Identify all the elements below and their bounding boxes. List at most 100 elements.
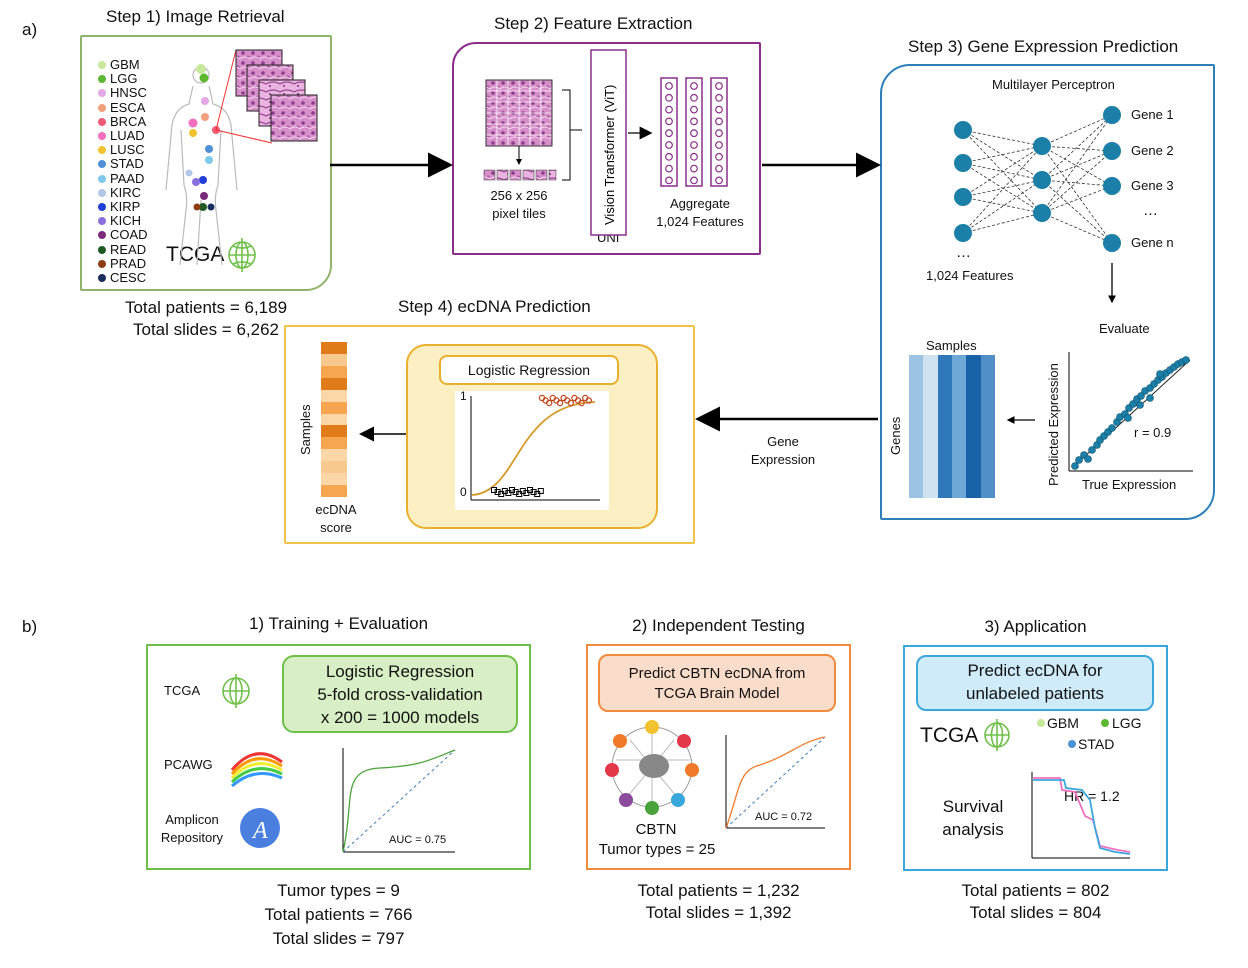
step4-title: Step 4) ecDNA Prediction (398, 297, 591, 316)
mlp-edge (1041, 150, 1113, 181)
b1-box (146, 644, 531, 870)
heatmap-cell (951, 483, 967, 498)
heatmap-cell (966, 455, 981, 470)
heatmap-cell (966, 369, 981, 384)
step1-box (80, 35, 332, 291)
cbtn-logo-icon (605, 720, 699, 815)
cancer-type-label: READ (110, 241, 147, 257)
b1-lr-label-1: Logistic Regression (325, 662, 475, 681)
legend-dot (98, 117, 106, 126)
input-ellipsis: … (956, 244, 971, 261)
tiles-label-1: 256 x 256 (490, 188, 548, 203)
mlp-edge (1041, 145, 1113, 244)
amplicon-repository-icon: A (240, 808, 280, 848)
step2-title: Step 2) Feature Extraction (494, 14, 693, 33)
feature-vectors (660, 77, 728, 187)
ecdna-score-bar (321, 342, 347, 497)
feature-node (665, 105, 673, 114)
score-bar-segment (321, 342, 347, 354)
legend-dot (98, 160, 106, 169)
evaluate-label: Evaluate (1099, 321, 1150, 336)
scatter-point (1088, 446, 1096, 454)
heatmap-cell (966, 440, 981, 456)
feature-node (665, 93, 673, 102)
legend-dot-stad (1068, 740, 1076, 748)
mlp-edge (1041, 114, 1113, 181)
heatmap-cell (980, 440, 995, 456)
heatmap-cell (966, 426, 981, 441)
b2-tumor-types: Tumor types = 25 (598, 841, 716, 858)
heatmap-samples-label: Samples (926, 338, 977, 353)
mlp-edge (962, 179, 1043, 198)
b1-amplicon-label-1: Amplicon (165, 812, 219, 827)
feature-vector (685, 77, 703, 187)
mlp-node (1103, 142, 1121, 160)
mlp-edge (962, 212, 1043, 234)
heatmap-cell (966, 412, 981, 427)
mlp-node (1033, 171, 1051, 189)
heatmap-cell (923, 469, 938, 484)
score-bar-segment (321, 485, 347, 497)
features-label: 1,024 Features (926, 268, 1014, 283)
legend-dot (98, 274, 106, 282)
mlp-node (954, 188, 972, 206)
heatmap-cell (923, 455, 938, 470)
mlp-node (1033, 137, 1051, 155)
heatmap-cell (937, 440, 952, 456)
tile-grid-image (483, 79, 582, 181)
heatmap-cell (937, 397, 952, 413)
feature-node (690, 82, 698, 90)
scatter-point (1182, 356, 1190, 364)
b3-tcga-logo-text: TCGA (920, 724, 979, 747)
gene-ellipsis: … (1143, 202, 1158, 219)
pcawg-rainbow-icon (230, 752, 283, 788)
mlp-edge (962, 145, 1043, 234)
lr-label-box (439, 355, 619, 385)
step2-box (452, 42, 761, 255)
heatmap-cell (923, 426, 938, 441)
score-label-2: score (320, 520, 352, 535)
heatmap-cell (951, 412, 967, 427)
heatmap-cell (980, 383, 995, 398)
b3-tcga-globe-icon (984, 719, 1010, 751)
cancer-type-label: PRAD (110, 255, 147, 271)
vit-block (590, 49, 627, 236)
heatmap-cell (909, 469, 924, 484)
panel-b-label: b) (22, 617, 38, 636)
aggregate-label-1: Aggregate (670, 196, 730, 211)
heatmap-cell (980, 455, 995, 470)
legend-dot (98, 89, 106, 98)
positive-sample-point (567, 399, 575, 407)
heatmap-cell (980, 397, 995, 413)
cancer-type-label: KIRP (110, 199, 141, 214)
cancer-type-label: COAD (110, 227, 148, 243)
heatmap-cell (923, 383, 938, 398)
heatmap-cell (909, 369, 924, 384)
score-bar-segment (321, 377, 347, 390)
feature-node (665, 82, 673, 90)
b2-stat-2: Total slides = 1,392 (645, 903, 792, 922)
heatmap-cell (909, 412, 924, 427)
b2-box (586, 644, 851, 870)
heatmap-cell (937, 355, 952, 370)
feature-node (715, 117, 723, 126)
heatmap-cell (923, 440, 938, 456)
heatmap-cell (909, 426, 924, 441)
heatmap-cell (909, 383, 924, 398)
score-bar-segment (321, 425, 347, 438)
svg-text:A: A (251, 818, 268, 844)
b1-roc-plot (342, 748, 456, 853)
mlp-node (954, 121, 972, 139)
heatmap-cell (923, 412, 938, 427)
heatmap-cell (923, 355, 938, 370)
cancer-type-label: BRCA (110, 113, 147, 129)
legend-dot (98, 146, 106, 155)
b3-predict-label-1: Predict ecDNA for (967, 661, 1103, 680)
feature-node (715, 93, 723, 102)
tcga-globe-icon (228, 238, 256, 272)
survival-plot (1031, 772, 1131, 859)
feature-node (715, 105, 723, 114)
mlp-edge (962, 162, 1043, 214)
score-bar-segment (321, 437, 347, 450)
feature-node (690, 176, 698, 185)
